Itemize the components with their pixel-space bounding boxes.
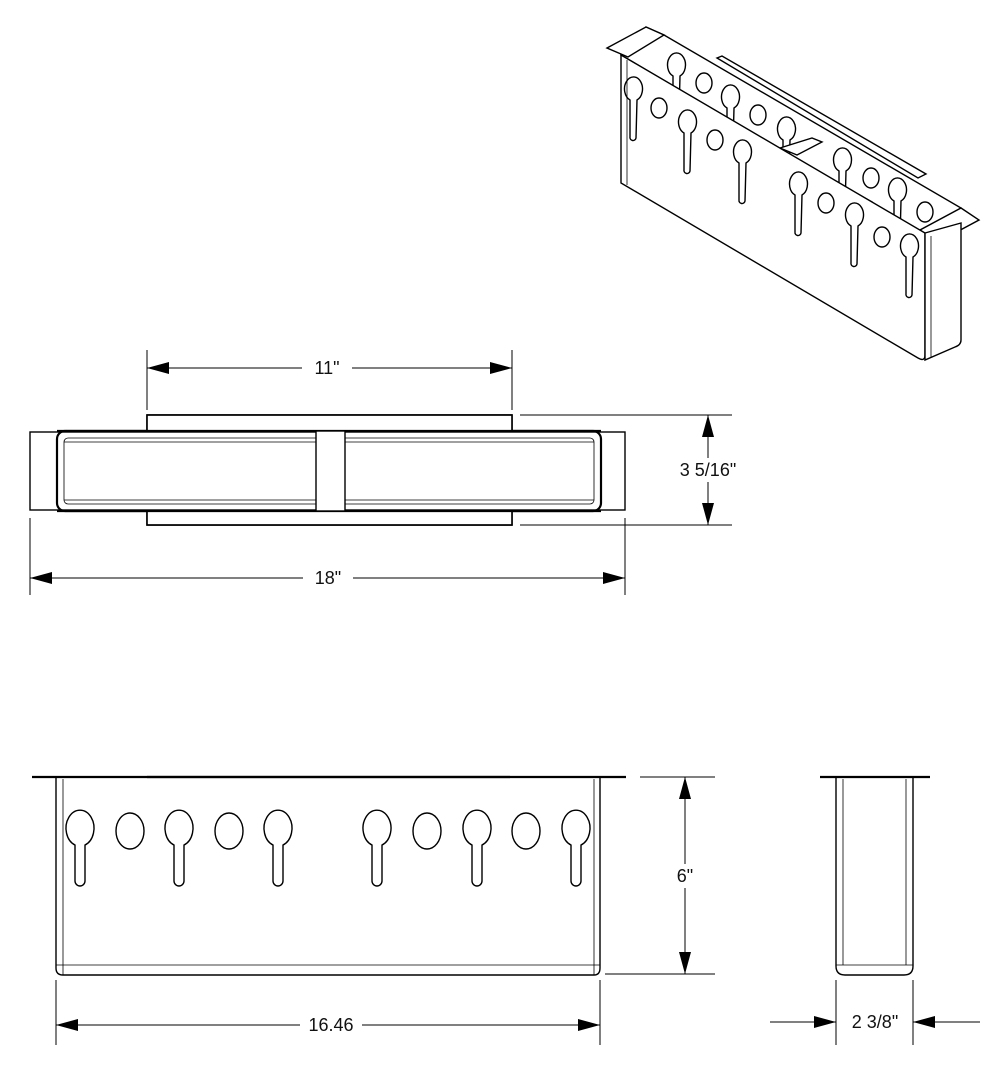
dim-label-18in: 18" — [315, 568, 341, 588]
dim-label-6in: 6" — [677, 866, 693, 886]
top-divider — [315, 430, 346, 512]
front-round-holes — [115, 812, 541, 850]
side-view — [820, 775, 930, 976]
round-hole — [511, 812, 541, 850]
side-body — [835, 777, 914, 976]
iso-front-holes — [623, 76, 920, 299]
keyhole — [462, 809, 492, 887]
dimension-2-3-8in: 2 3/8" — [770, 980, 980, 1045]
front-view — [32, 775, 626, 976]
dimension-18in: 18" — [29, 518, 626, 595]
keyhole — [164, 809, 194, 887]
dim-label-11in: 11" — [314, 358, 339, 378]
iso-back-holes — [666, 52, 934, 243]
dimension-11in: 11" — [146, 350, 513, 410]
top-view — [29, 414, 626, 526]
dimension-6in: 6" — [605, 776, 715, 975]
keyhole — [561, 809, 591, 887]
front-keyholes — [65, 809, 591, 887]
front-body — [55, 777, 601, 976]
keyhole — [65, 809, 95, 887]
dim-label-3-5-16in: 3 5/16" — [680, 460, 736, 480]
keyhole — [362, 809, 392, 887]
iso-left-flange — [605, 26, 666, 58]
dimension-3-5-16in: 3 5/16" — [520, 414, 744, 526]
round-hole — [412, 812, 442, 850]
dim-label-16-46: 16.46 — [308, 1015, 353, 1035]
iso-back-flange — [715, 55, 928, 179]
round-hole — [115, 812, 145, 850]
dim-label-2-3-8in: 2 3/8" — [852, 1012, 898, 1032]
iso-center-tab — [777, 137, 824, 156]
dimension-16-46: 16.46 — [55, 980, 601, 1045]
keyhole — [263, 809, 293, 887]
round-hole — [214, 812, 244, 850]
isometric-view — [605, 26, 981, 362]
iso-right-side — [924, 222, 962, 362]
